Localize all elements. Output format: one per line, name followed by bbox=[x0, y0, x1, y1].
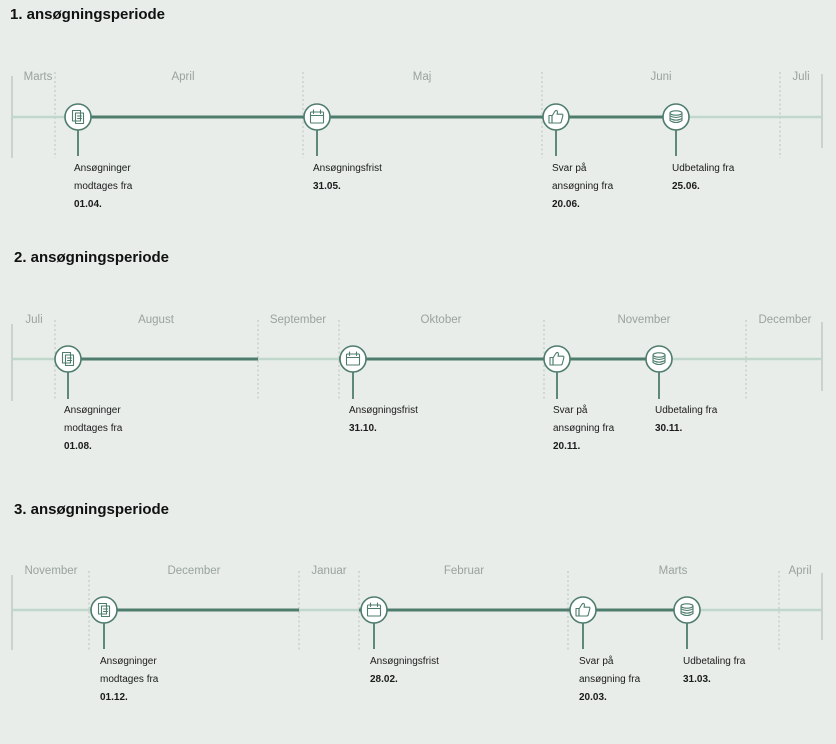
milestone-label: Udbetaling fra 31.03. bbox=[683, 653, 745, 689]
calendar-icon bbox=[366, 602, 382, 617]
milestone-description: modtages fra bbox=[64, 423, 123, 434]
milestone-date: 01.04. bbox=[74, 199, 102, 210]
milestone-marker bbox=[64, 103, 92, 131]
month-label: Maj bbox=[412, 71, 432, 83]
documents-icon bbox=[61, 351, 75, 367]
milestone-date: 20.06. bbox=[552, 199, 580, 210]
month-label: December bbox=[758, 314, 812, 326]
milestone-description: Ansøgningsfrist bbox=[349, 405, 418, 416]
month-label: November bbox=[617, 314, 671, 326]
month-label: April bbox=[171, 71, 195, 83]
timeline-graphic bbox=[11, 72, 823, 158]
milestone-label: Udbetaling fra 25.06. bbox=[672, 160, 734, 196]
milestone-label: Ansøgningsfrist 31.05. bbox=[313, 160, 382, 196]
milestone-marker bbox=[90, 596, 118, 624]
period-title: 3. ansøgningsperiode bbox=[14, 501, 170, 518]
thumbs-up-icon bbox=[575, 602, 591, 617]
milestone-date: 31.03. bbox=[683, 674, 711, 685]
month-label: Marts bbox=[658, 565, 688, 577]
milestone-description: Svar på bbox=[553, 405, 588, 416]
milestone-marker bbox=[303, 103, 331, 131]
milestone-label: Ansøgninger modtages fra 01.08. bbox=[64, 402, 122, 456]
timeline-graphic bbox=[11, 571, 823, 650]
milestone-description: Udbetaling fra bbox=[683, 656, 746, 667]
period-title: 1. ansøgningsperiode bbox=[10, 6, 166, 23]
milestone-label: Svar på ansøgning fra 20.06. bbox=[552, 160, 613, 214]
milestone-description: ansøgning fra bbox=[553, 423, 615, 434]
milestone-description: Ansøgninger bbox=[64, 405, 121, 416]
milestone-label: Ansøgninger modtages fra 01.12. bbox=[100, 653, 158, 707]
milestone-date: 20.03. bbox=[579, 692, 607, 703]
milestone-description: Ansøgninger bbox=[100, 656, 157, 667]
milestone-marker bbox=[569, 596, 597, 624]
milestone-description: ansøgning fra bbox=[552, 181, 614, 192]
month-label: Juli bbox=[792, 71, 810, 83]
documents-icon bbox=[71, 109, 85, 125]
milestone-date: 31.05. bbox=[313, 181, 341, 192]
month-label: Oktober bbox=[420, 314, 462, 326]
milestone-description: Udbetaling fra bbox=[672, 163, 735, 174]
milestone-description: Ansøgningsfrist bbox=[370, 656, 439, 667]
coin-stack-icon bbox=[680, 603, 694, 617]
milestone-date: 28.02. bbox=[370, 674, 398, 685]
month-label: Marts bbox=[23, 71, 53, 83]
milestone-description: Ansøgninger bbox=[74, 163, 131, 174]
coin-stack-icon bbox=[669, 110, 683, 124]
milestone-label: Svar på ansøgning fra 20.11. bbox=[553, 402, 614, 456]
milestone-description: Svar på bbox=[552, 163, 587, 174]
milestone-label: Ansøgninger modtages fra 01.04. bbox=[74, 160, 132, 214]
milestone-marker bbox=[54, 345, 82, 373]
milestone-description: Svar på bbox=[579, 656, 614, 667]
milestone-date: 20.11. bbox=[553, 441, 581, 452]
milestone-description: modtages fra bbox=[74, 181, 133, 192]
milestone-description: modtages fra bbox=[100, 674, 159, 685]
month-label: September bbox=[269, 314, 327, 326]
milestone-marker bbox=[360, 596, 388, 624]
calendar-icon bbox=[309, 109, 325, 124]
milestone-date: 30.11. bbox=[655, 423, 683, 434]
milestone-marker bbox=[339, 345, 367, 373]
milestone-marker bbox=[543, 345, 571, 373]
month-label: Januar bbox=[311, 565, 347, 577]
milestone-marker bbox=[542, 103, 570, 131]
milestone-label: Svar på ansøgning fra 20.03. bbox=[579, 653, 640, 707]
milestone-label: Ansøgningsfrist 31.10. bbox=[349, 402, 418, 438]
milestone-description: Ansøgningsfrist bbox=[313, 163, 382, 174]
thumbs-up-icon bbox=[548, 109, 564, 124]
coin-stack-icon bbox=[652, 352, 666, 366]
month-label: August bbox=[138, 314, 174, 326]
period-title: 2. ansøgningsperiode bbox=[14, 249, 170, 266]
timeline-graphic bbox=[11, 320, 823, 401]
month-label: Februar bbox=[443, 565, 485, 577]
month-label: December bbox=[167, 565, 221, 577]
milestone-label: Udbetaling fra 30.11. bbox=[655, 402, 717, 438]
thumbs-up-icon bbox=[549, 351, 565, 366]
milestone-date: 01.12. bbox=[100, 692, 128, 703]
month-label: November bbox=[24, 565, 78, 577]
milestone-description: Udbetaling fra bbox=[655, 405, 718, 416]
calendar-icon bbox=[345, 351, 361, 366]
month-label: Juni bbox=[650, 71, 672, 83]
month-label: April bbox=[788, 565, 812, 577]
month-label: Juli bbox=[25, 314, 43, 326]
milestone-date: 01.08. bbox=[64, 441, 92, 452]
milestone-date: 31.10. bbox=[349, 423, 377, 434]
milestone-date: 25.06. bbox=[672, 181, 700, 192]
milestone-label: Ansøgningsfrist 28.02. bbox=[370, 653, 439, 689]
documents-icon bbox=[97, 602, 111, 618]
milestone-description: ansøgning fra bbox=[579, 674, 641, 685]
